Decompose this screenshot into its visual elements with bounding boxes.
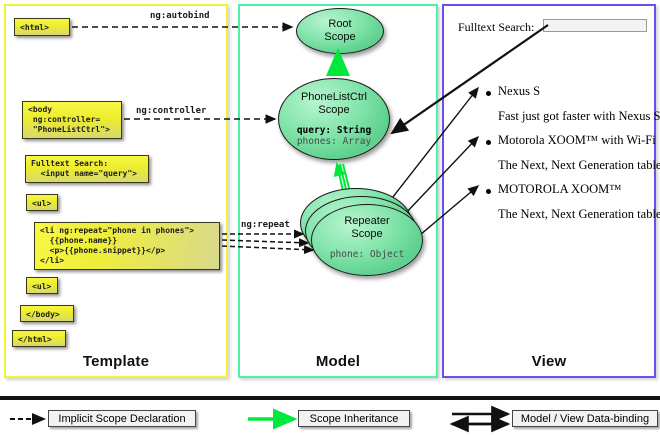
view-column-label: View (531, 353, 567, 370)
list-bullet (486, 189, 491, 194)
scope-repeater-prop-phone: phone: Object (329, 249, 405, 260)
code-box-ul-close: <ul> (26, 277, 58, 294)
phone-name: Nexus S (498, 84, 541, 98)
code-box-html-close: </html> (12, 330, 66, 347)
phone-snippet: The Next, Next Generation tablet. (498, 158, 660, 172)
list-bullet (486, 140, 491, 145)
phone-name: MOTOROLA XOOM™ (498, 182, 622, 196)
view-panel: Fulltext Search: Nexus S Fast just got f… (442, 4, 660, 378)
view-content: Fulltext Search: Nexus S Fast just got f… (444, 6, 660, 376)
model-column-label: Model (315, 353, 361, 370)
legend-divider (0, 396, 660, 400)
scope-phonelistctrl-prop-phones: phones: Array (296, 136, 372, 147)
phone-snippet: Fast just got faster with Nexus S. (498, 109, 660, 123)
legend-implicit-scope-declaration: Implicit Scope Declaration (48, 410, 196, 427)
code-box-search-markup: Fulltext Search: <input name="query"> (25, 155, 149, 183)
scope-phonelistctrl-prop-query: query: String (296, 125, 372, 136)
fulltext-search-input[interactable] (543, 19, 647, 32)
template-column-label: Template (82, 353, 150, 370)
code-box-li-repeat: <li ng:repeat="phone in phones"> {{phone… (34, 222, 220, 270)
phone-snippet: The Next, Next Generation tablet. (498, 207, 660, 221)
code-box-html-open: <html> (14, 18, 70, 36)
legend-model-view-data-binding: Model / View Data-binding (512, 410, 658, 427)
code-box-body-close: </body> (20, 305, 74, 322)
list-bullet (486, 91, 491, 96)
code-box-ul-open: <ul> (26, 194, 58, 211)
code-box-body-open: <body ng:controller= "PhoneListCtrl"> (22, 101, 122, 139)
legend-scope-inheritance: Scope Inheritance (298, 410, 410, 427)
edge-label-ng-repeat: ng:repeat (241, 220, 290, 230)
edge-label-ng-controller: ng:controller (136, 106, 207, 116)
view-search-label: Fulltext Search: (458, 20, 535, 34)
phone-name: Motorola XOOM™ with Wi-Fi (498, 133, 656, 147)
edge-label-ng-autobind: ng:autobind (150, 11, 210, 21)
